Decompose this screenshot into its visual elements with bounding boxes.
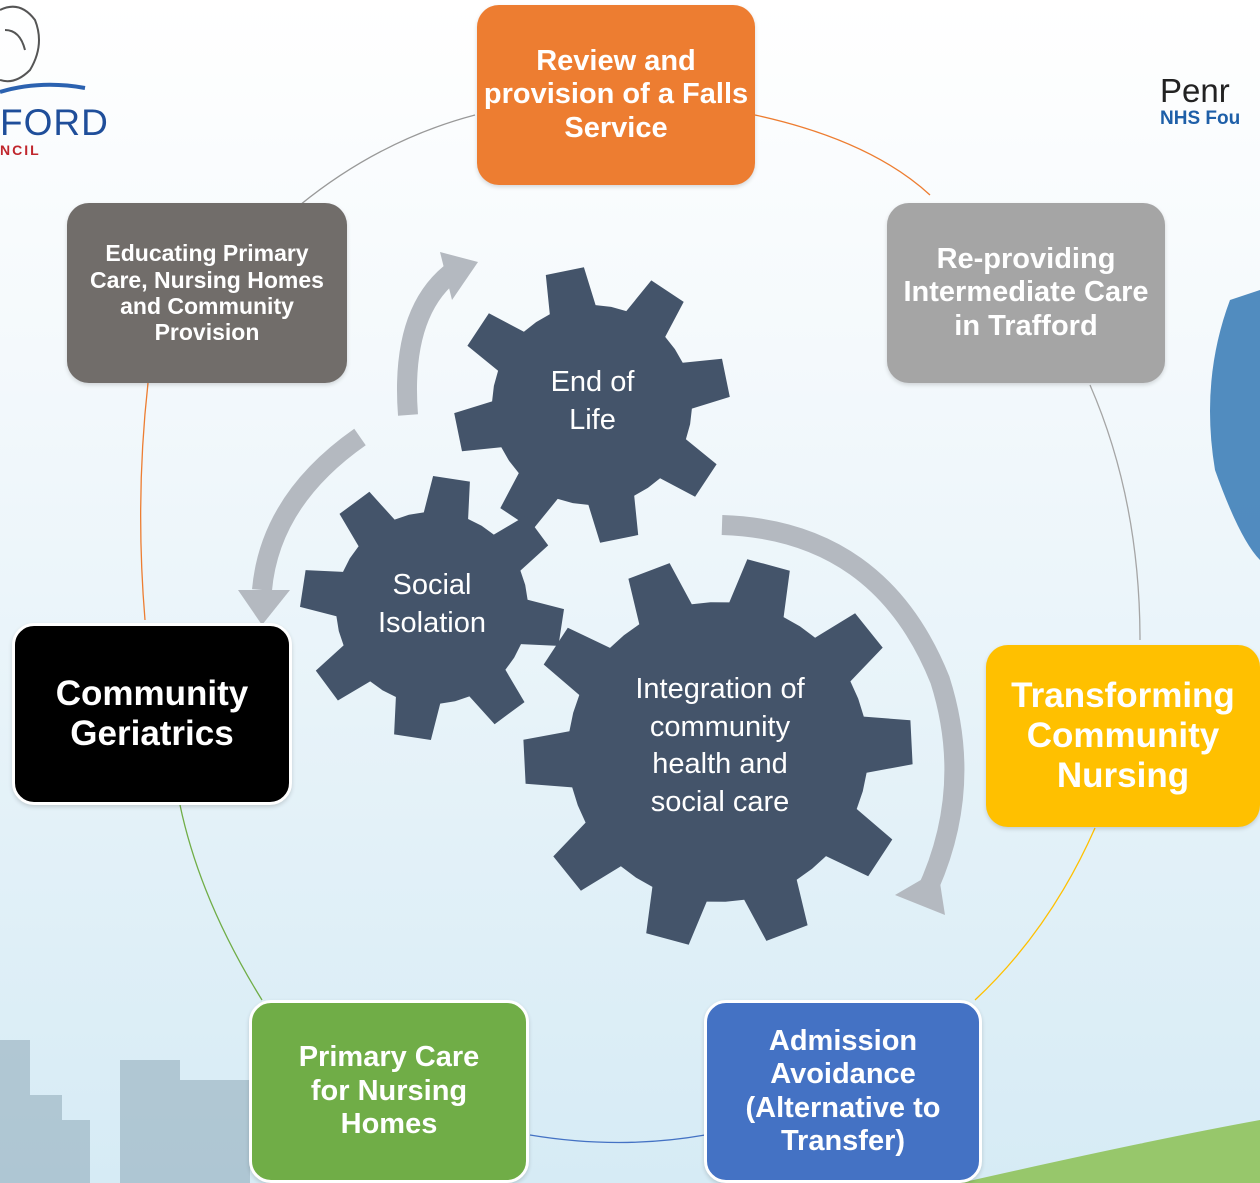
trust-logo-subtitle: NHS Fou (1160, 108, 1241, 129)
primary-care-label: Primary Care for Nursing Homes (298, 1041, 480, 1141)
connector-admission-primary (529, 1134, 706, 1144)
educating-box[interactable]: Educating Primary Care, Nursing Homes an… (67, 203, 347, 383)
arrow-to-geriatrics (252, 428, 366, 592)
intermediate-care-label: Re-providing Intermediate Care in Traffo… (903, 242, 1149, 342)
community-nursing-label: Transforming Community Nursing (1011, 675, 1235, 796)
gear-social-isolation (300, 476, 564, 740)
arrowhead-up (440, 252, 478, 300)
connector-falls-intermediate (754, 114, 931, 196)
council-crest-logo (0, 0, 120, 170)
admission-avoidance-box[interactable]: Admission Avoidance (Alternative to Tran… (704, 1000, 982, 1183)
connector-primary-geriatrics (179, 804, 263, 1001)
connector-nursing-admission (974, 827, 1096, 1001)
falls-service-label: Review and provision of a Falls Service (483, 44, 749, 144)
primary-care-box[interactable]: Primary Care for Nursing Homes (249, 1000, 529, 1183)
intermediate-care-box[interactable]: Re-providing Intermediate Care in Traffo… (887, 203, 1165, 383)
arrowhead-down-left (238, 590, 290, 625)
gear-integration (523, 559, 913, 945)
community-nursing-box[interactable]: Transforming Community Nursing (986, 645, 1260, 827)
council-logo-subtext: NCIL (0, 142, 41, 158)
community-geriatrics-box[interactable]: Community Geriatrics (12, 623, 292, 805)
council-logo-text: FORD (0, 102, 109, 143)
gear-end-of-life (454, 267, 730, 543)
community-geriatrics-label: Community Geriatrics (55, 673, 249, 753)
falls-service-box[interactable]: Review and provision of a Falls Service (477, 5, 755, 185)
admission-avoidance-label: Admission Avoidance (Alternative to Tran… (745, 1024, 941, 1157)
educating-label: Educating Primary Care, Nursing Homes an… (90, 240, 324, 346)
connector-geriatrics-educating (140, 382, 149, 621)
arrow-to-admission (721, 515, 965, 900)
arrowhead-down-right (895, 870, 945, 915)
arrow-to-educating (397, 261, 462, 416)
connector-educating-falls (299, 114, 476, 206)
trust-logo-title: Penr (1160, 72, 1230, 109)
connector-intermediate-nursing (1089, 384, 1141, 641)
crest-icon (0, 5, 86, 94)
